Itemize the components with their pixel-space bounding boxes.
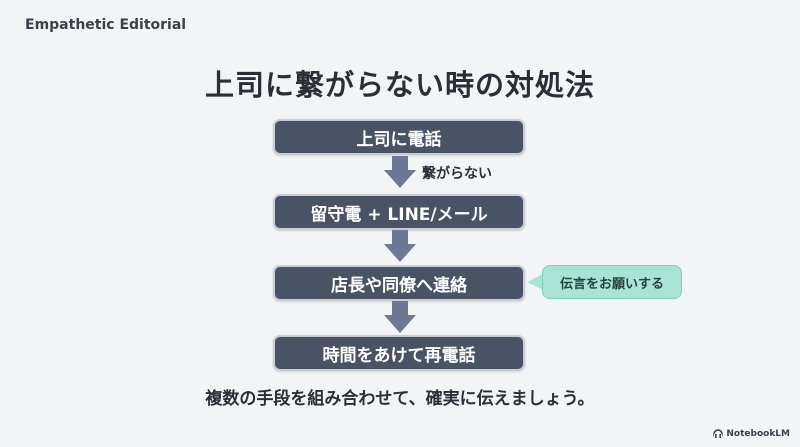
flow-step-contact-manager: 店長や同僚へ連絡 <box>273 265 525 301</box>
page-title: 上司に繋がらない時の対処法 <box>204 68 595 102</box>
down-arrow-icon <box>384 156 416 188</box>
flow-step-voicemail-line-mail: 留守電 + LINE/メール <box>273 194 525 230</box>
logo-text: NotebookLM <box>726 429 790 439</box>
flow-step-call-boss: 上司に電話 <box>273 119 525 155</box>
notebooklm-icon <box>713 429 724 439</box>
callout-pointer <box>527 274 543 290</box>
flow-step-call-again: 時間をあけて再電話 <box>273 335 525 371</box>
down-arrow-icon <box>384 230 416 262</box>
summary-text: 複数の手段を組み合わせて、確実に伝えましょう。 <box>205 389 595 409</box>
brand-label: Empathetic Editorial <box>25 17 187 33</box>
edge-label-no-answer: 繋がらない <box>422 166 492 182</box>
down-arrow-icon <box>384 301 416 333</box>
notebooklm-logo: NotebookLM <box>713 429 790 439</box>
callout-ask-message: 伝言をお願いする <box>542 265 682 299</box>
